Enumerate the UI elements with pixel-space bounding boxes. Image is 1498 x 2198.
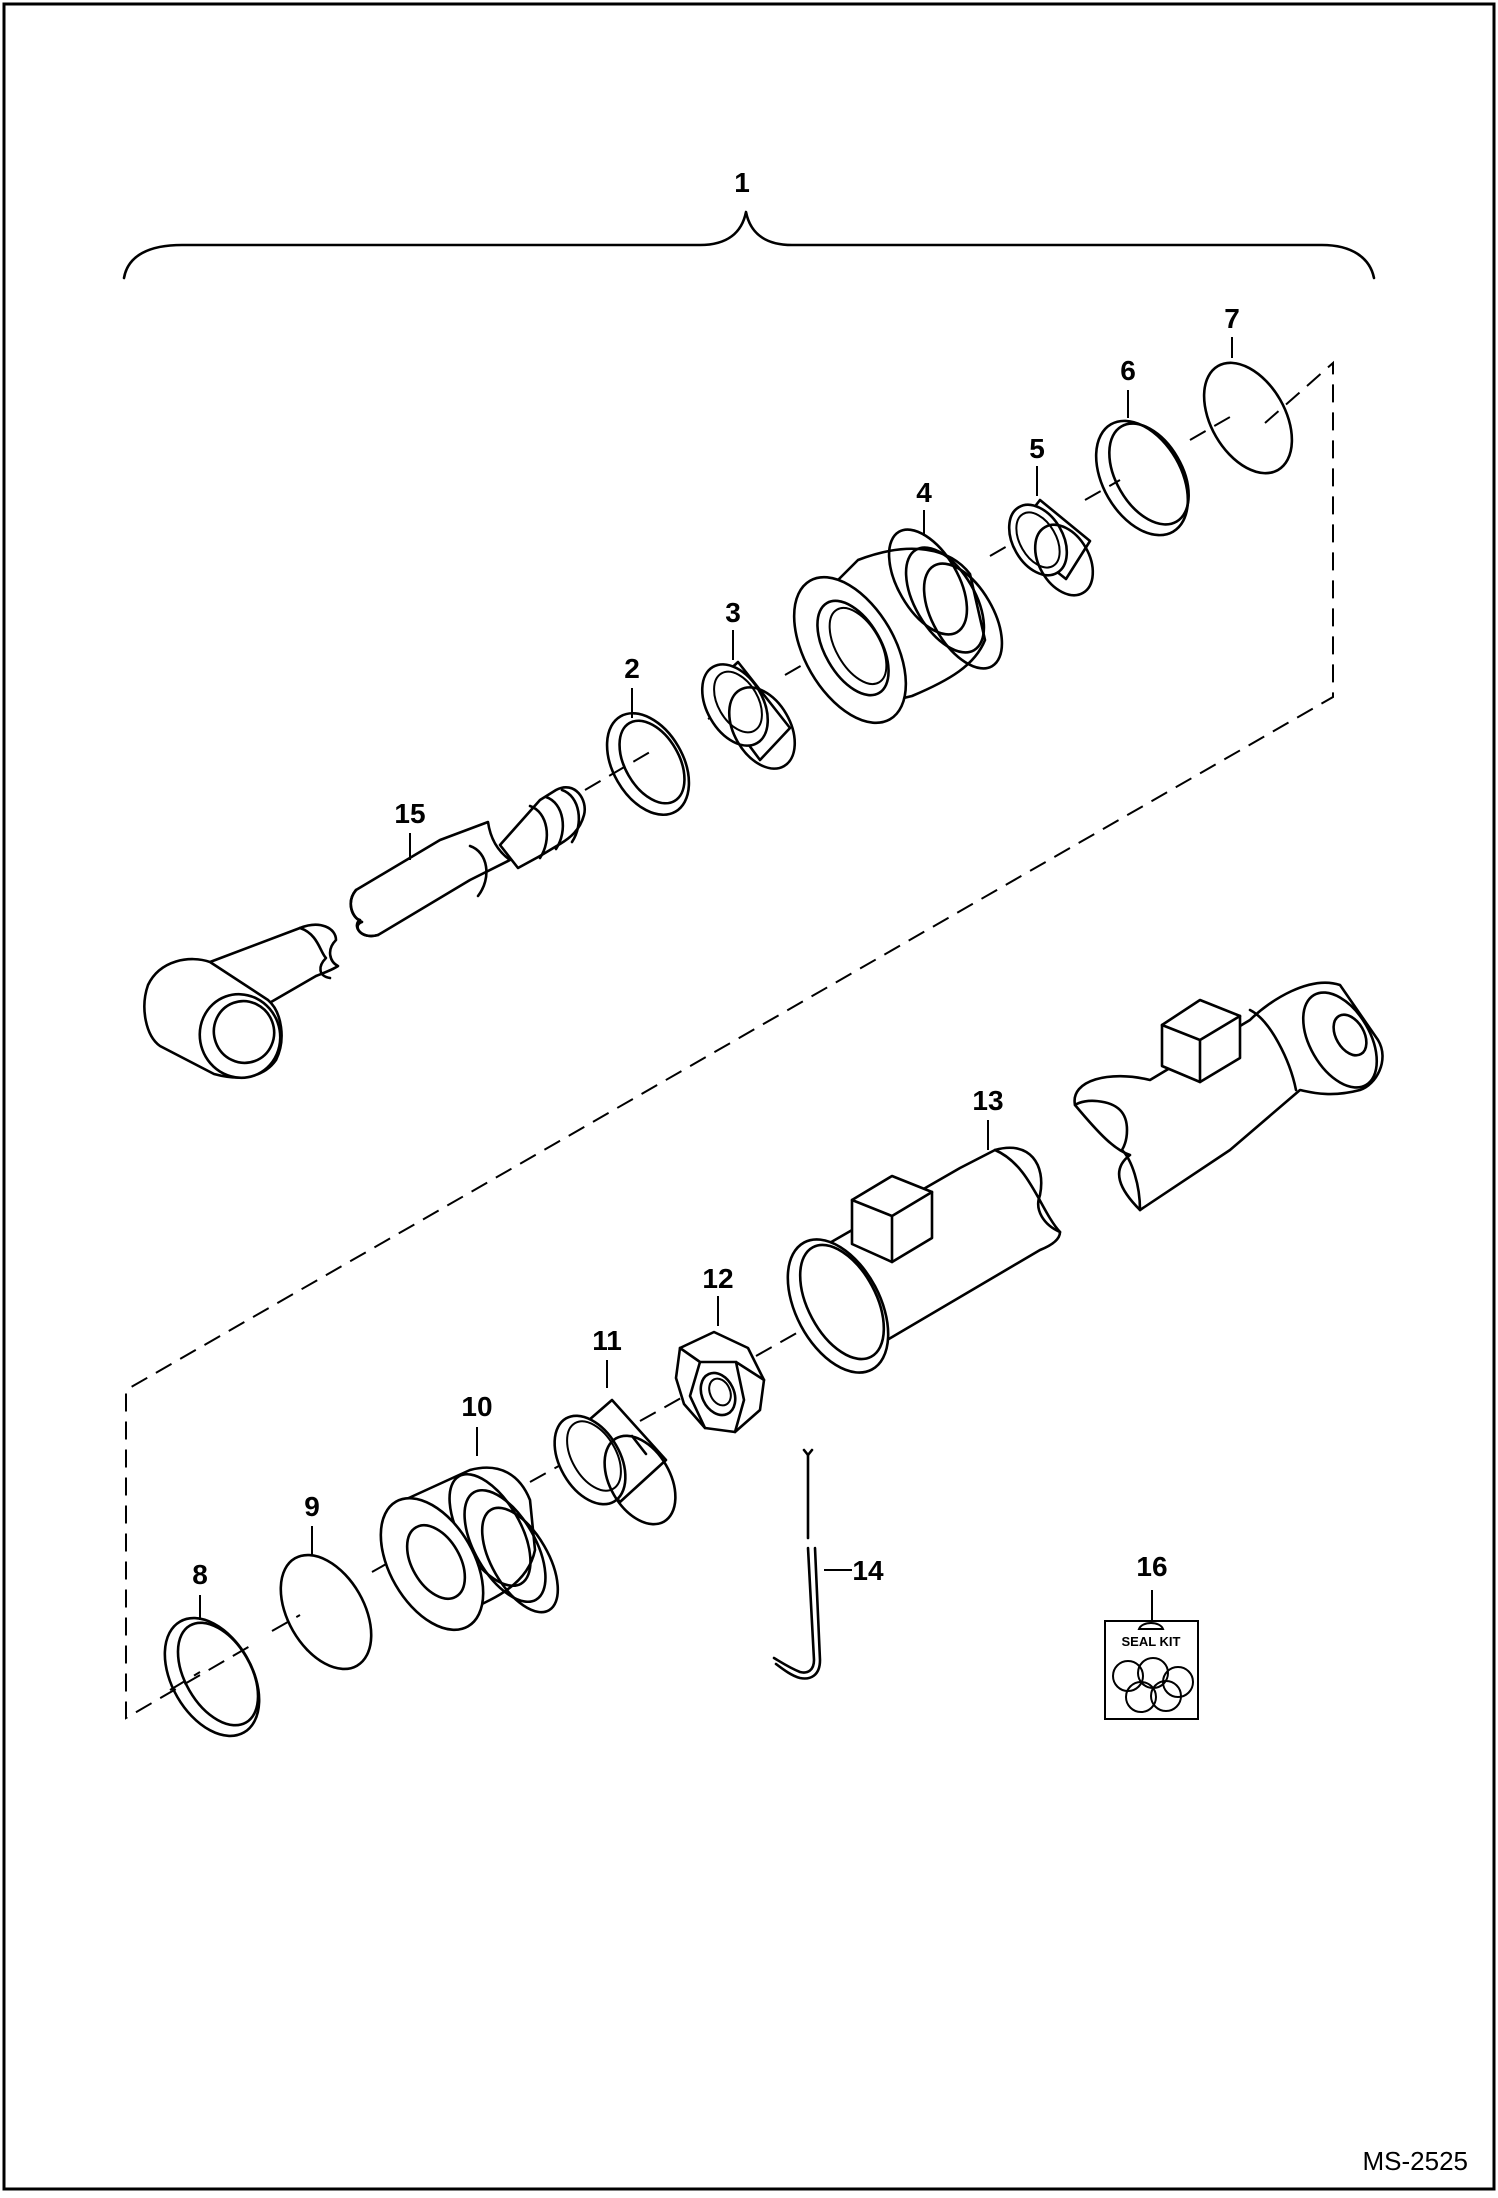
part-rod-15 xyxy=(143,786,587,1080)
callout-14: 14 xyxy=(852,1555,884,1586)
callout-13: 13 xyxy=(972,1085,1003,1116)
part-seal-kit-16: SEAL KIT xyxy=(1104,1620,1199,1720)
part-backup-ring-6 xyxy=(1094,419,1190,537)
callout-11: 11 xyxy=(592,1325,622,1356)
part-piston-4 xyxy=(792,528,1004,725)
callout-2: 2 xyxy=(624,653,640,684)
part-o-ring-9 xyxy=(279,1553,373,1671)
part-barrel-13 xyxy=(786,981,1384,1374)
part-o-ring-7 xyxy=(1202,361,1294,475)
callout-5: 5 xyxy=(1029,433,1045,464)
leader-lines xyxy=(199,337,1233,1620)
callout-15: 15 xyxy=(394,798,425,829)
callout-3: 3 xyxy=(725,597,741,628)
part-wear-ring-5 xyxy=(1007,498,1095,597)
callout-16: 16 xyxy=(1136,1551,1167,1582)
part-backup-ring-8 xyxy=(163,1616,261,1738)
part-wear-ring-11 xyxy=(553,1398,677,1526)
seal-kit-label: SEAL KIT xyxy=(1122,1634,1181,1649)
part-gland-10 xyxy=(379,1466,560,1632)
callout-7: 7 xyxy=(1224,303,1240,334)
assembly-brace xyxy=(122,210,1376,280)
part-rod-seal-2 xyxy=(605,711,691,817)
callout-4: 4 xyxy=(916,477,932,508)
part-lock-wire-14 xyxy=(772,1448,822,1680)
callout-9: 9 xyxy=(304,1491,320,1522)
callout-12: 12 xyxy=(702,1263,733,1294)
part-lock-nut-12 xyxy=(674,1330,766,1434)
assembly-boundary-dashed xyxy=(125,360,1334,1720)
callout-6: 6 xyxy=(1120,355,1136,386)
callout-8: 8 xyxy=(192,1559,208,1590)
callout-10: 10 xyxy=(461,1391,492,1422)
document-id: MS-2525 xyxy=(1363,2146,1469,2176)
part-wiper-3 xyxy=(700,660,797,770)
callout-1: 1 xyxy=(734,167,750,198)
